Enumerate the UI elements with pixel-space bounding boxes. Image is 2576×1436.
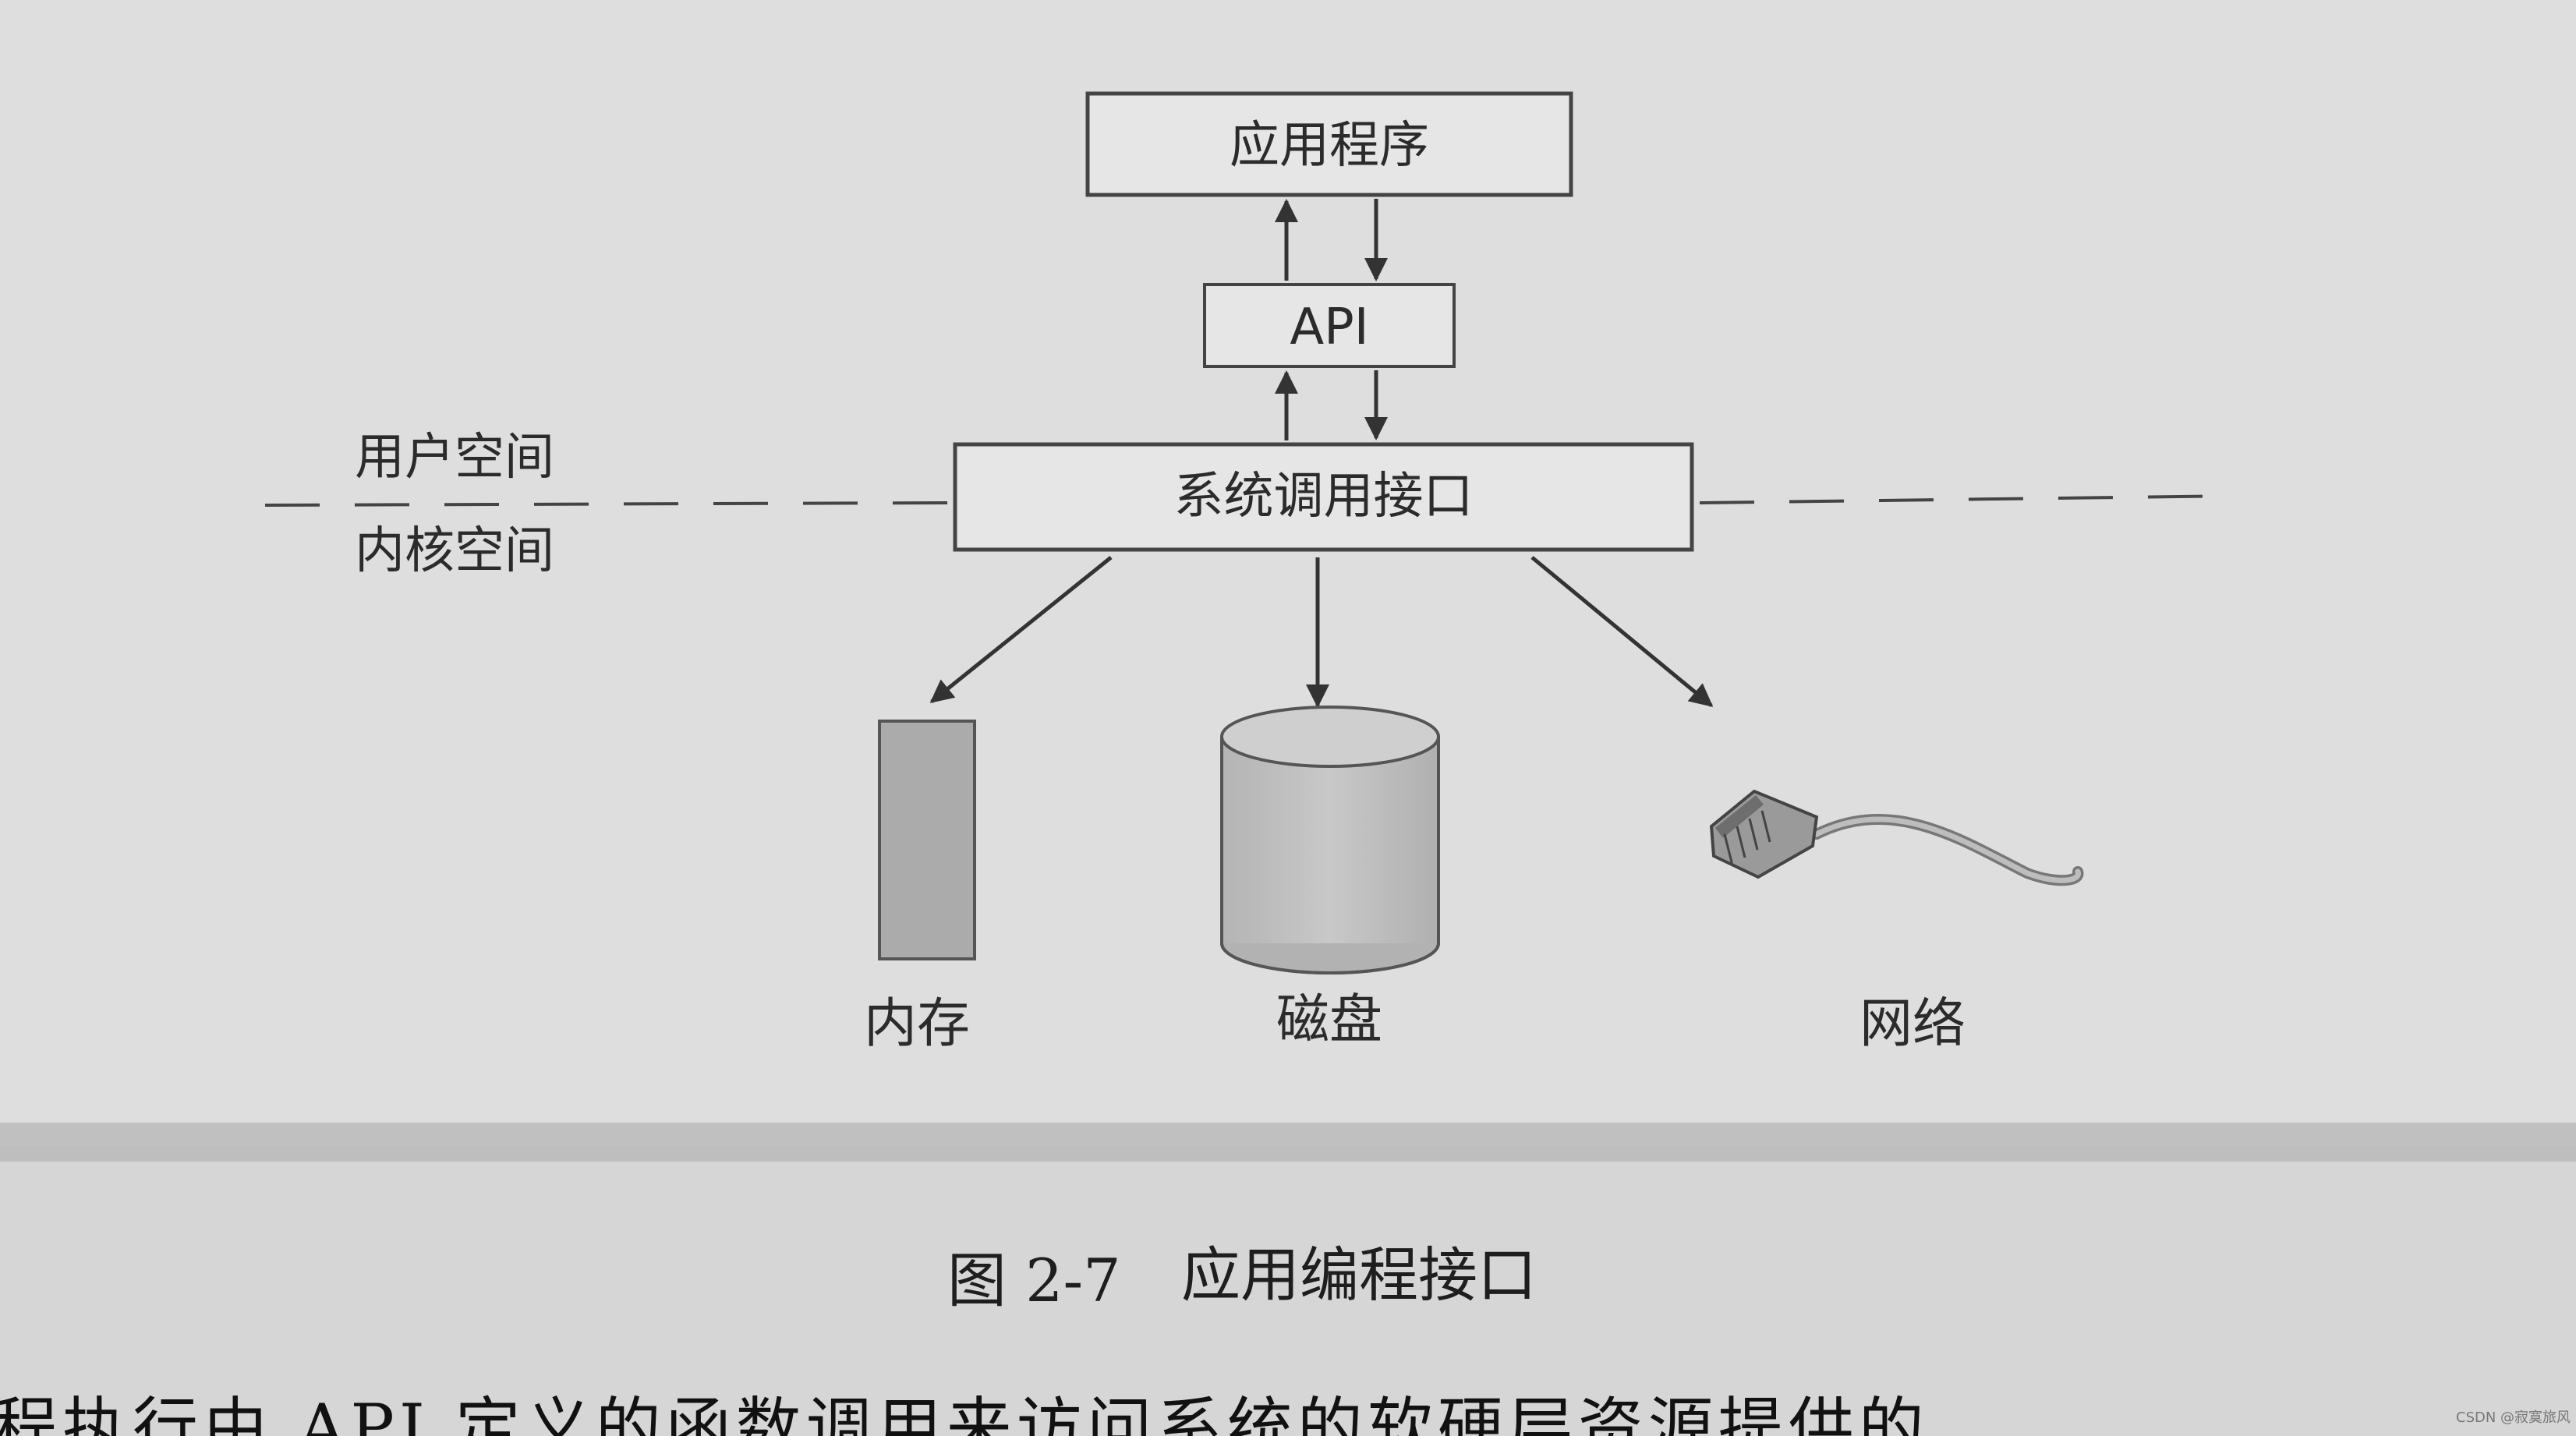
api-label: API [1205,302,1454,352]
app-program-label: 应用程序 [1088,121,1571,171]
disk-label: 磁盘 [1276,994,1382,1047]
kernel-space-label: 内核空间 [355,526,554,576]
disk-icon [1222,707,1438,973]
network-label: 网络 [1859,998,1966,1051]
watermark: CSDN @寂寞旅风 [2456,1411,2571,1425]
cut-off-body-text: 程执行由 API 定义的函数调用来访问系统的软硬层资源提供的 [0,1395,1929,1436]
figure-title: 应用编程接口 [1181,1246,1537,1305]
figure-number: 图 2-7 [947,1251,1121,1310]
memory-icon [879,721,975,959]
memory-label: 内存 [864,998,970,1051]
user-space-label: 用户空间 [355,433,554,483]
syscall-interface-label: 系统调用接口 [955,472,1692,522]
